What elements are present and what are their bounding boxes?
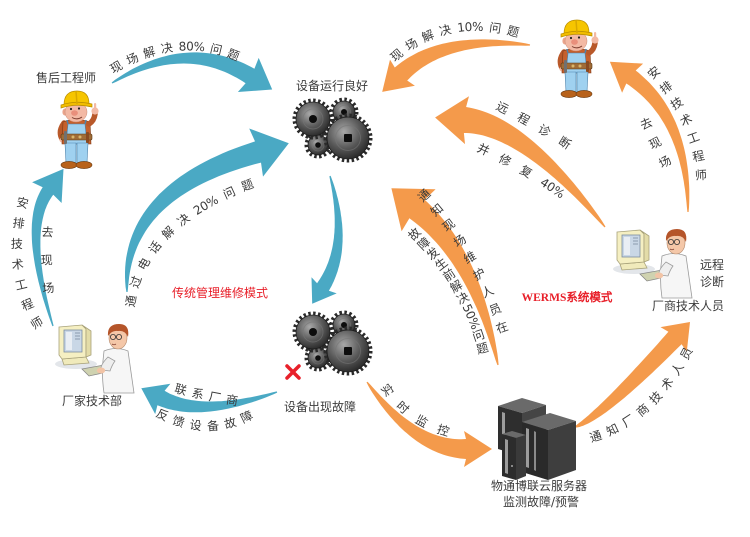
arrow-label-go-onsite-left: 去现场 [41, 225, 55, 296]
server-icon [498, 398, 576, 480]
node-label-vendor-tech-staff: 厂商技术人员 [652, 298, 724, 313]
traditional-mode-arrows [31, 52, 343, 415]
gears-icon-fault [292, 310, 373, 376]
node-sublabel-diagnosis: 诊断 [700, 274, 724, 289]
arrow-phone-support-to-equipment-ok [125, 128, 289, 292]
arrow-label-assign-engineer-right: 安排技术工程师 [644, 63, 707, 183]
engineer-icon-field [560, 20, 599, 98]
node-label-factory-tech-dept: 厂家技术部 [62, 393, 122, 408]
arrow-engineer-to-equipment-ok [111, 52, 273, 92]
arrow-server-to-vendor [574, 322, 690, 428]
engineer-icon-after-sales [60, 91, 99, 169]
technician-computer-icon-vendor [612, 228, 693, 299]
node-label-equipment-fault: 设备出现故障 [284, 399, 356, 414]
node-label-monitoring: 监测故障/预警 [503, 494, 579, 509]
arrow-ok-to-fault [311, 175, 343, 304]
red-x-icon [285, 364, 301, 380]
werms-mode-arrows [366, 39, 690, 467]
arrow-server-to-equipment-ok [391, 188, 499, 366]
arrow-remote-repair-to-equipment-ok [435, 96, 606, 228]
node-sublabel-remote: 远程 [700, 257, 724, 272]
mode-label-werms: WERMS系统模式 [522, 290, 613, 304]
arrow-fault-to-server [366, 381, 492, 467]
arrow-vendor-to-field-engineer [609, 61, 690, 212]
arrow-fault-to-factory [141, 383, 278, 415]
node-label-after-sales-engineer: 售后工程师 [36, 70, 96, 85]
arrow-factory-to-engineer [31, 168, 64, 327]
arrow-label-notify-vendor: 通知厂商技术人员 [588, 345, 696, 445]
arrow-field-engineer-to-equipment-ok [382, 39, 531, 92]
node-label-cloud-server: 物通博联云服务器 [491, 478, 587, 493]
gears-icon-running [292, 97, 373, 163]
technician-computer-icon-factory [54, 323, 135, 394]
node-label-equipment-ok: 设备运行良好 [296, 78, 368, 93]
mode-label-traditional: 传统管理维修模式 [172, 285, 268, 300]
